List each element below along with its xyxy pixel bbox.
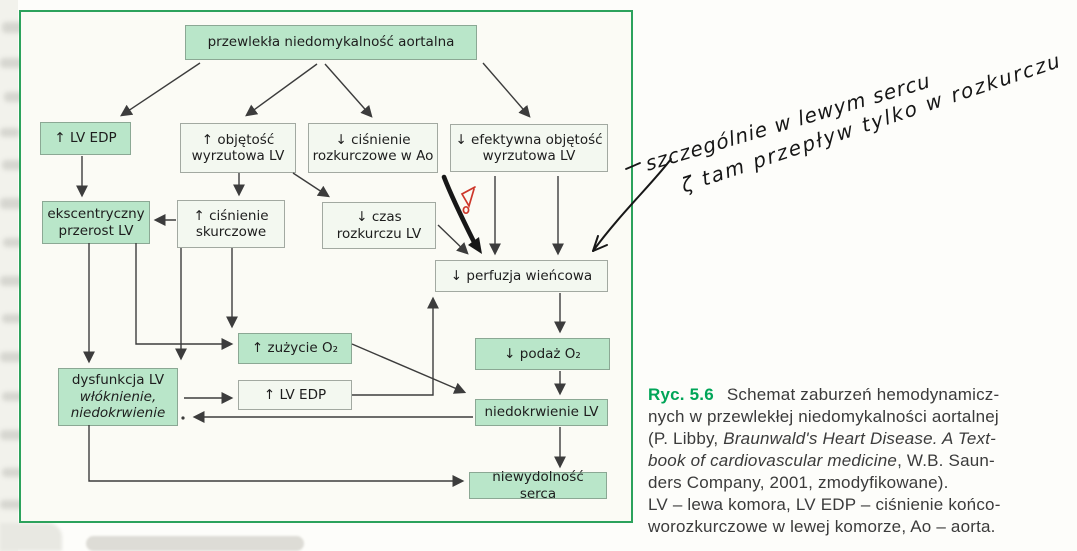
caption-text: (P. Libby,	[648, 429, 724, 448]
node-label: rozkurczu LV	[336, 225, 422, 242]
bleedthrough-mark	[0, 58, 24, 68]
caption-line: ders Company, 2001, zmodyfikowane).	[648, 472, 1001, 494]
node-label: przerost LV	[58, 222, 134, 239]
node-label: wyrzutowa LV	[482, 148, 576, 164]
node-lv-edp-top: ↑ LV EDP	[40, 122, 131, 155]
caption-text: worozkurczowe w lewej komorze, Ao – aort…	[648, 517, 996, 536]
node-eccentric-hypertrophy: ekscentryczny przerost LV	[42, 201, 150, 244]
figure-caption: Ryc. 5.6 Schemat zaburzeń hemodynamicz- n…	[648, 384, 1001, 538]
node-o2-supply: ↓ podaż O₂	[475, 338, 610, 370]
node-label: niewydolność serca	[492, 469, 584, 502]
node-label: ↓ podaż O₂	[504, 345, 581, 362]
node-label: ekscentryczny	[47, 206, 145, 223]
node-o2-consumption: ↑ zużycie O₂	[238, 333, 352, 364]
bleedthrough-mark	[0, 500, 26, 509]
node-label: skurczowe	[195, 224, 267, 240]
node-systolic-pressure: ↑ ciśnienie skurczowe	[177, 200, 285, 248]
node-lv-dysfunction: dysfunkcja LV włóknienie, niedokrwienie	[58, 368, 178, 426]
node-label: ↑ zużycie O₂	[251, 340, 339, 357]
node-chronic-aortic-regurgitation: przewlekła niedomykalność aortalna	[185, 25, 477, 60]
caption-text: nych w przewlekłej niedomykalności aorta…	[648, 407, 999, 426]
caption-text: , W.B. Saun-	[897, 451, 995, 470]
node-stroke-volume: ↑ objętość wyrzutowa LV	[180, 123, 296, 173]
bleedthrough-mark	[0, 430, 28, 440]
node-lv-ischemia: niedokrwienie LV	[475, 399, 608, 426]
node-label: wyrzutowa LV	[191, 148, 285, 164]
node-label: ↓ efektywna objętość	[455, 131, 603, 148]
bleedthrough-mark	[0, 128, 20, 137]
page-gutter	[0, 0, 18, 551]
node-label: ↑ objętość	[201, 131, 275, 148]
bleedthrough-mark	[0, 198, 30, 209]
caption-text: LV – lewa komora, LV EDP – ciśnienie koń…	[648, 495, 1001, 514]
caption-text: Schemat zaburzeń hemodynamicz-	[726, 385, 1000, 404]
node-label: ↑ ciśnienie	[193, 207, 269, 224]
node-lv-edp-mid: ↑ LV EDP	[238, 380, 352, 410]
caption-text-italic: Braunwald's Heart Disease. A Text-	[723, 429, 996, 448]
caption-text: ders Company, 2001, zmodyfikowane).	[648, 473, 949, 492]
node-label: przewlekła niedomykalność aortalna	[207, 34, 455, 51]
caption-line: (P. Libby, Braunwald's Heart Disease. A …	[648, 428, 1001, 450]
node-label: ↓ perfuzja wieńcowa	[450, 267, 593, 284]
node-label: ↑ LV EDP	[263, 386, 327, 403]
caption-line: nych w przewlekłej niedomykalności aorta…	[648, 406, 1001, 428]
bleedthrough-mark	[2, 314, 26, 323]
page-shadow-smudge	[86, 536, 304, 551]
bleedthrough-mark	[2, 392, 28, 401]
node-label: ↓ czas	[356, 209, 402, 226]
node-heart-failure: niewydolność serca	[469, 469, 607, 502]
handwritten-note-line2: ζ tam przepływ tylko w rozkurczu	[678, 47, 1065, 198]
node-coronary-perfusion: ↓ perfuzja wieńcowa	[435, 260, 608, 292]
node-label: ↓ ciśnienie	[335, 131, 411, 148]
bleedthrough-mark	[0, 276, 28, 286]
node-label: rozkurczowe w Ao	[312, 148, 434, 164]
node-label: włóknienie,	[79, 388, 157, 405]
caption-line: book of cardiovascular medicine, W.B. Sa…	[648, 450, 1001, 472]
caption-line: worozkurczowe w lewej komorze, Ao – aort…	[648, 516, 1001, 538]
node-label: niedokrwienie	[70, 405, 166, 422]
bleedthrough-mark	[0, 352, 30, 362]
figure-number-label: Ryc. 5.6	[648, 385, 714, 404]
page-corner-smudge	[0, 523, 62, 551]
node-aortic-diastolic-pressure: ↓ ciśnienie rozkurczowe w Ao	[308, 123, 438, 173]
node-label: ↑ LV EDP	[54, 130, 117, 147]
node-label: niedokrwienie LV	[484, 404, 599, 421]
bleedthrough-mark	[2, 160, 30, 170]
caption-line: Ryc. 5.6 Schemat zaburzeń hemodynamicz-	[648, 384, 1001, 406]
caption-text-italic: book of cardiovascular medicine	[648, 451, 898, 470]
bleedthrough-mark	[2, 468, 24, 477]
node-label: dysfunkcja LV	[71, 372, 165, 389]
node-effective-stroke-volume: ↓ efektywna objętość wyrzutowa LV	[450, 124, 608, 172]
caption-line: LV – lewa komora, LV EDP – ciśnienie koń…	[648, 494, 1001, 516]
node-diastolic-time: ↓ czas rozkurczu LV	[322, 202, 436, 249]
bleedthrough-mark	[3, 238, 25, 247]
